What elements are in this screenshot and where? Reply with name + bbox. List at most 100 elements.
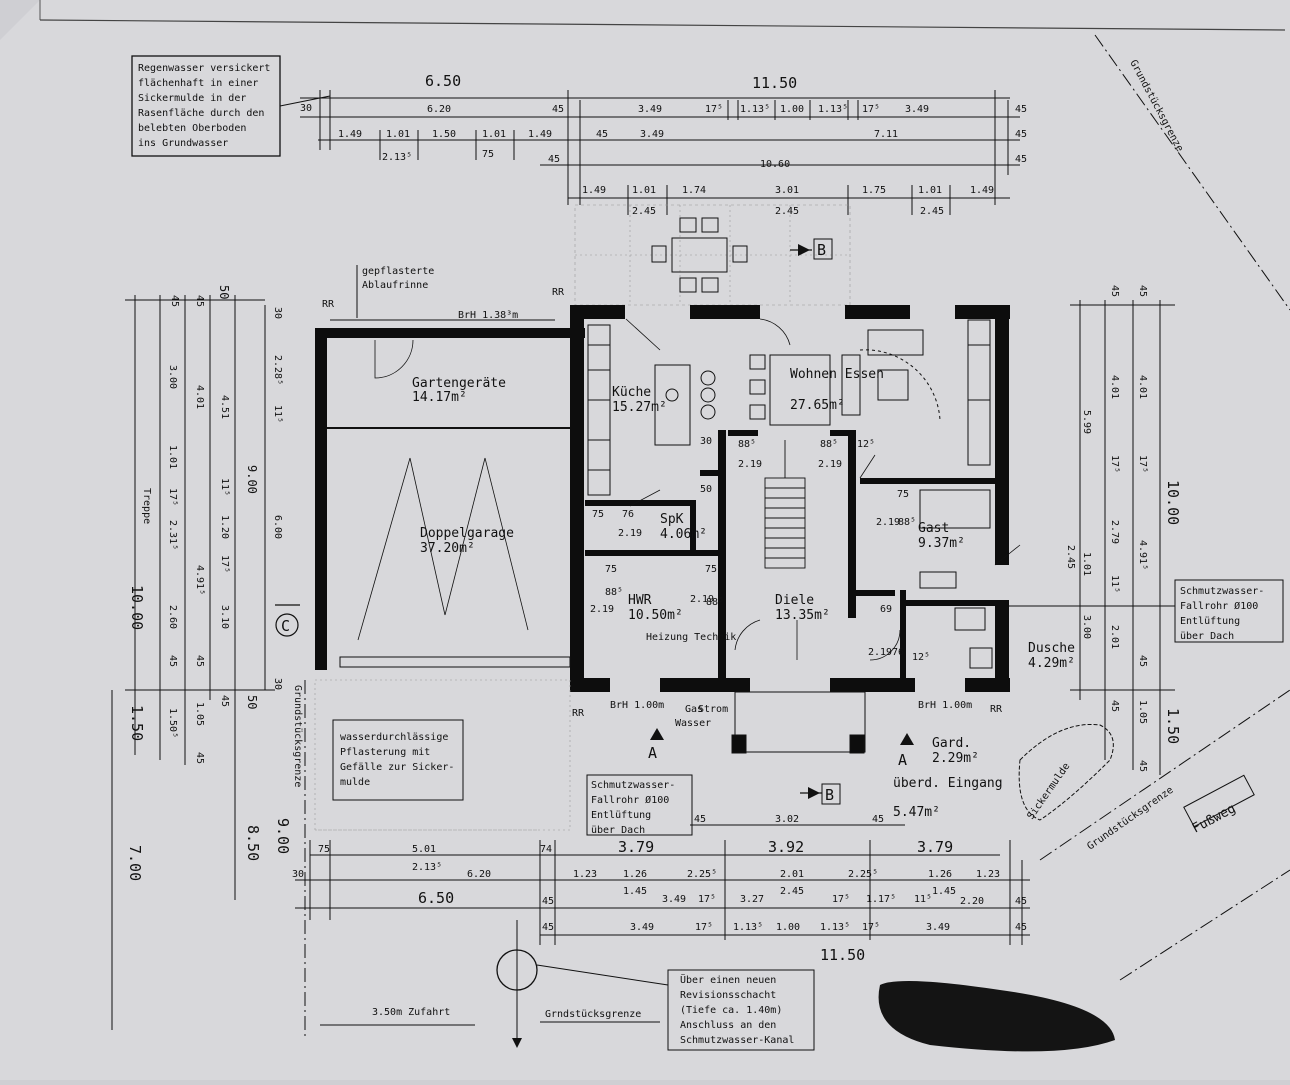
svg-text:über Dach: über Dach <box>591 825 645 836</box>
svg-text:belebten Oberboden: belebten Oberboden <box>138 123 246 134</box>
section-marker-c: C <box>275 604 300 637</box>
garage-roof-lines <box>357 457 529 641</box>
terrace-table <box>651 217 748 293</box>
svg-text:45: 45 <box>548 154 560 165</box>
treppe-label: Treppe <box>141 488 152 524</box>
svg-text:2.19: 2.19 <box>868 647 892 658</box>
svg-text:überd. Eingang: überd. Eingang <box>893 776 1003 791</box>
svg-text:10.00: 10.00 <box>1164 480 1182 525</box>
svg-text:2.13⁵: 2.13⁵ <box>382 152 412 163</box>
svg-text:88⁵: 88⁵ <box>820 439 838 450</box>
revision-shaft <box>496 920 669 1048</box>
svg-text:88⁵: 88⁵ <box>706 597 724 608</box>
svg-text:69: 69 <box>880 604 892 615</box>
svg-text:Pflasterung mit: Pflasterung mit <box>340 747 430 758</box>
svg-text:1.23: 1.23 <box>573 869 597 880</box>
brh-top: BrH 1.38³m <box>458 310 518 321</box>
svg-text:Gard.: Gard. <box>932 736 971 751</box>
svg-text:2.25⁵: 2.25⁵ <box>687 869 717 880</box>
svg-text:1.26: 1.26 <box>928 869 952 880</box>
svg-text:1.23: 1.23 <box>976 869 1000 880</box>
svg-text:mulde: mulde <box>340 777 370 788</box>
svg-text:3.49: 3.49 <box>926 922 950 933</box>
svg-text:1.17⁵: 1.17⁵ <box>866 894 896 905</box>
svg-text:10.50m²: 10.50m² <box>628 608 683 623</box>
svg-text:12⁵: 12⁵ <box>912 652 930 663</box>
svg-text:Strom: Strom <box>698 704 728 715</box>
svg-text:45: 45 <box>1137 760 1148 772</box>
svg-text:A: A <box>648 744 657 762</box>
svg-text:2.19: 2.19 <box>690 594 714 605</box>
svg-text:Schmutzwasser-: Schmutzwasser- <box>591 780 675 791</box>
top-dimensions <box>300 90 1020 215</box>
driveway: 3.50m Zufahrt Grndstücksgrenze <box>320 1007 660 1026</box>
revision-note: Über einen neuen Revisionsschacht (Tiefe… <box>667 969 815 1051</box>
rr-label-2: RR <box>552 287 565 298</box>
svg-text:2.45: 2.45 <box>920 206 944 217</box>
svg-text:10.60: 10.60 <box>760 159 790 170</box>
svg-text:37.20m²: 37.20m² <box>420 541 475 556</box>
svg-text:50: 50 <box>217 285 231 299</box>
svg-text:Schmutzwasser-Kanal: Schmutzwasser-Kanal <box>680 1035 794 1046</box>
svg-text:Anschluss an den: Anschluss an den <box>680 1020 776 1031</box>
svg-text:2.19: 2.19 <box>590 604 614 615</box>
svg-text:Heizung Technik: Heizung Technik <box>646 632 736 643</box>
svg-text:45: 45 <box>194 752 205 764</box>
svg-text:3.01: 3.01 <box>775 185 799 196</box>
svg-text:Revisionsschacht: Revisionsschacht <box>680 990 776 1001</box>
svg-text:1.45: 1.45 <box>932 886 956 897</box>
svg-text:wasserdurchlässige: wasserdurchlässige <box>340 732 448 743</box>
top-dimension-labels: 6.50 11.50 30 6.20 45 3.49 17⁵ 1.13⁵ 1.0… <box>300 72 1027 217</box>
svg-text:30: 30 <box>272 307 283 319</box>
svg-text:17⁵: 17⁵ <box>862 104 880 115</box>
svg-text:50: 50 <box>700 484 712 495</box>
svg-text:6.00: 6.00 <box>272 515 283 539</box>
brh-bottom-right: BrH 1.00m <box>918 700 972 711</box>
svg-text:1.45: 1.45 <box>623 886 647 897</box>
svg-text:45: 45 <box>552 104 564 115</box>
svg-text:6.20: 6.20 <box>467 869 491 880</box>
svg-text:Sickermulde in der: Sickermulde in der <box>138 93 246 104</box>
svg-text:Doppelgarage: Doppelgarage <box>420 526 514 541</box>
svg-text:4.06m²: 4.06m² <box>660 527 707 542</box>
svg-text:5.99: 5.99 <box>1081 410 1092 434</box>
svg-text:3.92: 3.92 <box>768 838 804 856</box>
room-gard: Gard. 2.29m² <box>932 736 979 766</box>
svg-text:2.19: 2.19 <box>738 459 762 470</box>
svg-text:6.20: 6.20 <box>427 104 451 115</box>
svg-text:1.01: 1.01 <box>632 185 656 196</box>
svg-text:4.29m²: 4.29m² <box>1028 656 1075 671</box>
svg-text:1.01: 1.01 <box>482 129 506 140</box>
svg-text:11⁵: 11⁵ <box>272 405 283 423</box>
svg-text:11.50: 11.50 <box>820 946 865 964</box>
svg-text:3.50m Zufahrt: 3.50m Zufahrt <box>372 1007 450 1018</box>
svg-text:Gefälle zur Sicker-: Gefälle zur Sicker- <box>340 762 454 773</box>
svg-text:Entlüftung: Entlüftung <box>591 810 651 821</box>
walls <box>315 305 1010 692</box>
svg-text:Gast: Gast <box>918 521 949 536</box>
room-eingang: überd. Eingang 5.47m² <box>893 776 1003 820</box>
inner-dimensions: 30 88⁵ 2.19 88⁵ 2.19 12⁵ 50 75 76 2.19 7… <box>590 436 930 663</box>
rr-label: RR <box>322 299 335 310</box>
svg-text:Entlüftung: Entlüftung <box>1180 616 1240 627</box>
svg-text:1.13⁵: 1.13⁵ <box>818 104 848 115</box>
right-dimensions <box>1070 300 1175 775</box>
svg-text:45: 45 <box>1015 922 1027 933</box>
room-labels: Gartengeräte 14.17m² Doppelgarage 37.20m… <box>412 367 1075 820</box>
svg-text:3.79: 3.79 <box>917 838 953 856</box>
svg-text:1.05: 1.05 <box>194 702 205 726</box>
kitchen-furniture <box>587 324 716 496</box>
rr-label-4: RR <box>990 704 1003 715</box>
svg-text:45: 45 <box>694 814 706 825</box>
redacted-block <box>878 981 1115 1052</box>
svg-text:74: 74 <box>540 844 552 855</box>
svg-text:4.51: 4.51 <box>219 395 230 419</box>
svg-text:45: 45 <box>596 129 608 140</box>
svg-text:76: 76 <box>622 509 634 520</box>
svg-text:8.50: 8.50 <box>244 825 262 861</box>
svg-text:45: 45 <box>872 814 884 825</box>
svg-text:45: 45 <box>1137 655 1148 667</box>
brh-bottom-left: BrH 1.00m <box>610 700 664 711</box>
boundary-left: Grundstücksgrenze <box>292 685 303 787</box>
